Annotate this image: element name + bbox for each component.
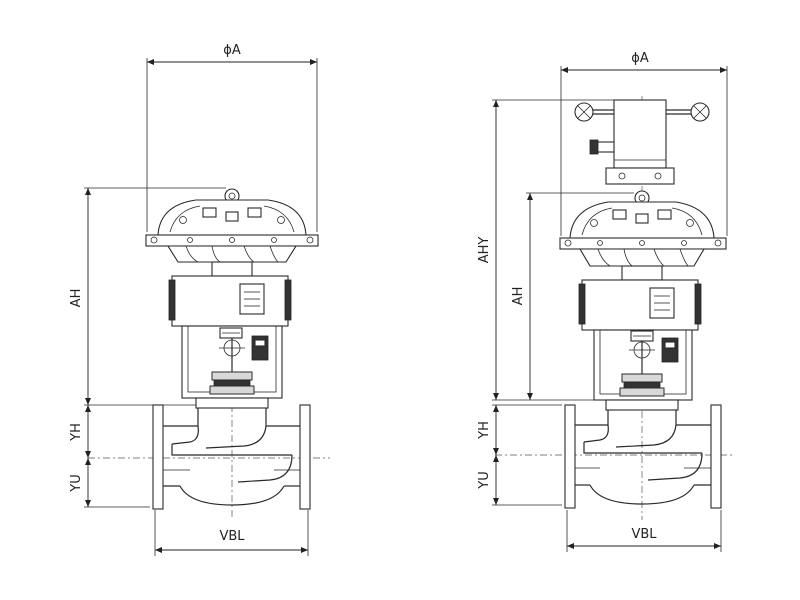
right-actuator-head <box>559 190 727 267</box>
right-dim-yu: YU <box>477 471 492 489</box>
right-dim-ah: AH <box>511 287 526 306</box>
left-yoke <box>168 261 292 409</box>
left-dimensions: ϕA AH YH YU VBL <box>69 43 318 556</box>
left-actuator-head <box>145 188 319 263</box>
right-dim-vbl: VBL <box>631 527 657 542</box>
left-valve: ϕA AH YH YU VBL <box>69 43 330 556</box>
left-valve-body <box>152 404 311 510</box>
left-dim-yh: YH <box>69 423 84 442</box>
right-dimensions: ϕA AHY AH YH YU VBL <box>477 51 728 552</box>
right-valve: ϕA AHY AH YH YU VBL <box>477 51 735 552</box>
left-dim-yu: YU <box>69 474 84 492</box>
right-handwheel-assembly <box>574 99 710 185</box>
left-dim-ah: AH <box>69 289 84 308</box>
right-dim-yh: YH <box>477 421 492 440</box>
left-dim-phi-a: ϕA <box>223 43 241 58</box>
right-valve-body <box>564 404 722 509</box>
right-dim-ahy: AHY <box>477 237 492 264</box>
left-dim-vbl: VBL <box>219 529 245 544</box>
right-dim-phi-a: ϕA <box>631 51 649 66</box>
right-yoke <box>578 265 702 411</box>
